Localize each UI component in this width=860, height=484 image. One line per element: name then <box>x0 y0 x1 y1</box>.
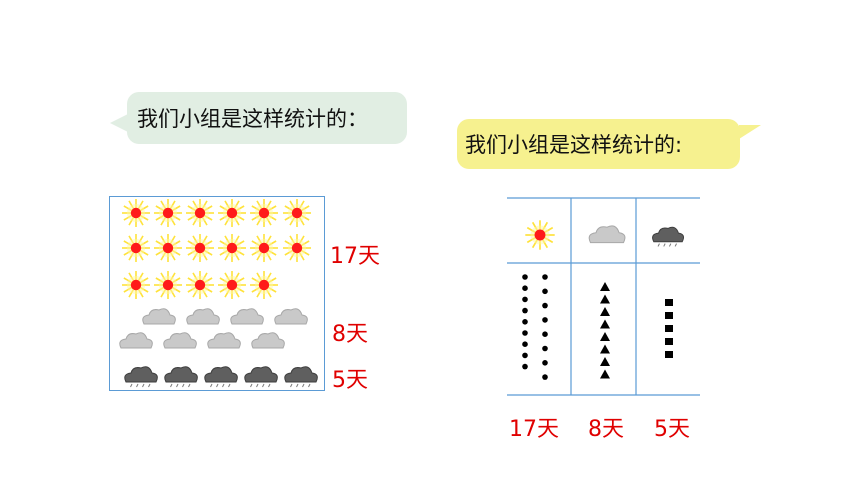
sun-icon <box>283 234 311 262</box>
tally-dot <box>542 360 548 366</box>
tally-triangle <box>600 282 610 291</box>
tally-dot <box>542 374 548 380</box>
tally-triangle <box>600 319 610 329</box>
sun-icon <box>122 234 150 262</box>
cloud-icon <box>186 308 220 325</box>
sun-icon <box>122 271 150 299</box>
tally-triangle <box>600 307 610 316</box>
rain-cloud-icon <box>244 366 278 388</box>
sun-icon <box>250 234 278 262</box>
cloudy-count-label: 8天 <box>332 322 368 347</box>
rain-cloud-icon <box>164 366 198 388</box>
tally-triangle <box>600 357 610 366</box>
rain-cloud-icon <box>284 366 318 388</box>
cloudy-total-label: 8天 <box>588 417 624 442</box>
bubble-tail-left <box>110 114 128 132</box>
sun-icon <box>186 271 214 299</box>
tally-square <box>665 325 673 332</box>
tally-dot <box>542 331 548 338</box>
tally-triangle <box>600 344 610 354</box>
tally-dot <box>522 296 528 303</box>
sun-icon <box>218 234 246 262</box>
rain-cloud-icon <box>124 366 158 388</box>
tally-dot <box>522 330 528 336</box>
sunny-total-label: 17天 <box>509 417 559 442</box>
tally-dot <box>542 317 548 323</box>
cloud-icon <box>274 308 308 325</box>
cloud-icon <box>119 332 153 349</box>
sun-icon <box>186 234 214 262</box>
sun-icon <box>250 199 278 227</box>
rainy-count-label: 5天 <box>332 368 368 393</box>
tally-square <box>665 338 673 345</box>
bubble-text-left: 我们小组是这样统计的： <box>137 107 368 131</box>
sun-icon <box>122 199 150 227</box>
speech-bubble-right: 我们小组是这样统计的: <box>457 119 740 169</box>
sun-icon <box>218 271 246 299</box>
tally-dot <box>542 302 548 309</box>
tally-dot <box>522 363 528 370</box>
bubble-text-right: 我们小组是这样统计的: <box>465 133 683 157</box>
tally-triangle <box>600 369 610 379</box>
sun-icon <box>283 199 311 227</box>
sunny-count-label: 17天 <box>330 244 380 269</box>
cloud-icon <box>142 308 176 325</box>
left-pictogram-panel <box>109 196 325 391</box>
tally-square <box>665 351 673 358</box>
sun-icon <box>154 234 182 262</box>
tally-triangle <box>600 294 610 304</box>
cloud-icon <box>230 308 264 325</box>
sun-icon <box>154 199 182 227</box>
cloud-icon <box>588 225 626 244</box>
tally-triangle <box>600 332 610 341</box>
cloud-icon <box>163 332 197 349</box>
cloud-icon <box>207 332 241 349</box>
tally-dot <box>542 274 548 280</box>
sun-icon <box>250 271 278 299</box>
tally-dot <box>522 285 528 292</box>
tally-dot <box>522 319 528 325</box>
tally-square <box>665 299 673 306</box>
tally-dot <box>542 288 548 295</box>
rain-cloud-icon <box>652 226 684 247</box>
rainy-total-label: 5天 <box>654 417 690 442</box>
sun-icon <box>218 199 246 227</box>
sun-icon <box>186 199 214 227</box>
tally-dot <box>522 307 528 314</box>
sun-icon <box>525 220 555 250</box>
sun-icon <box>154 271 182 299</box>
speech-bubble-left: 我们小组是这样统计的： <box>127 92 407 144</box>
tally-square <box>665 312 673 319</box>
bubble-tail-right <box>739 125 761 139</box>
cloud-icon <box>251 332 285 349</box>
tally-dot <box>522 352 528 359</box>
rain-cloud-icon <box>204 366 238 388</box>
tally-dot <box>542 345 548 352</box>
tally-dot <box>522 341 528 348</box>
tally-dot <box>522 274 528 280</box>
